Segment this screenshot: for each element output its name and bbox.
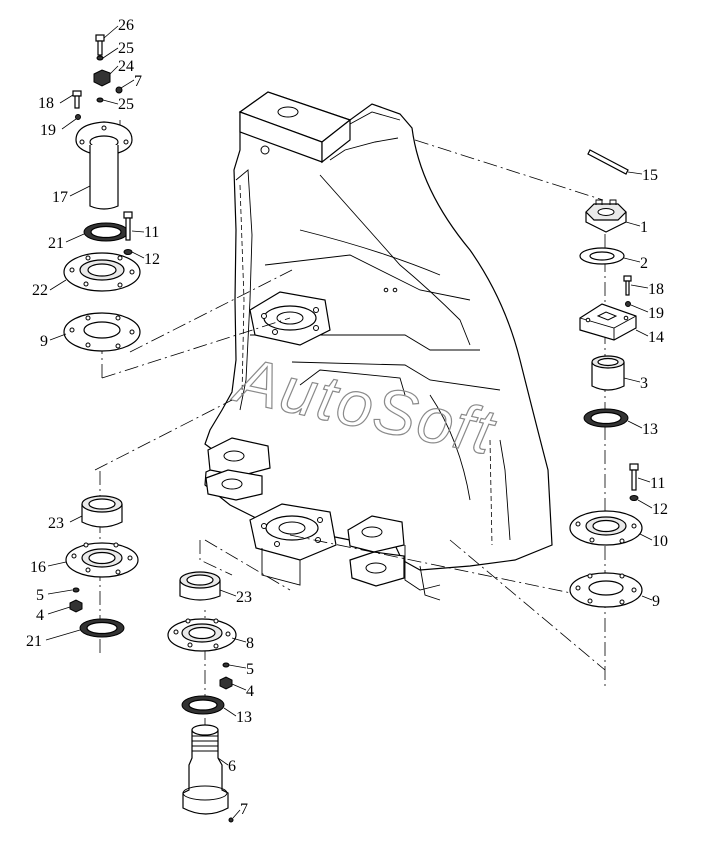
- seal-21-upper: [83, 222, 129, 242]
- main-frame: [204, 91, 553, 601]
- callout-4: 4: [36, 607, 44, 624]
- callout-26: 26: [118, 17, 134, 34]
- flange-22: [63, 252, 141, 292]
- callout-labels: 26 25 24 7 25 18 19 17 11 21 12 22 9 15 …: [26, 17, 668, 818]
- kingpin-6: [182, 724, 229, 815]
- castle-nut-1: [585, 199, 627, 233]
- washer-19-right: [625, 301, 631, 307]
- center-axis-lines: [94, 120, 606, 780]
- bolt-11-left: [123, 211, 133, 241]
- bolt-26: [95, 34, 105, 56]
- callout-1: 1: [640, 219, 648, 236]
- washer-12-right: [629, 495, 639, 501]
- callout-2: 2: [640, 255, 648, 272]
- washer-25-upper: [96, 55, 104, 61]
- nipple-7-lower: [228, 817, 234, 823]
- callout-13: 13: [642, 421, 658, 438]
- gasket-9-left: [63, 312, 141, 352]
- washer-19-left: [75, 114, 81, 120]
- callout-3: 3: [640, 375, 648, 392]
- washer-5-left: [72, 587, 80, 593]
- washer-25-lower: [96, 97, 104, 103]
- bolt-18-right: [623, 275, 632, 296]
- right-assembly: [569, 149, 643, 608]
- callout-8: 8: [246, 635, 254, 652]
- callout-23: 23: [48, 515, 64, 532]
- bushing-23-center: [179, 571, 221, 601]
- callout-7: 7: [240, 801, 248, 818]
- callout-12: 12: [144, 251, 160, 268]
- callout-6: 6: [228, 758, 236, 775]
- callout-11: 11: [650, 475, 665, 492]
- callout-5: 5: [246, 661, 254, 678]
- flange-16: [65, 542, 139, 578]
- bushing-3: [591, 355, 625, 391]
- callout-24: 24: [118, 58, 134, 75]
- nut-4-center: [219, 676, 233, 690]
- callout-15: 15: [642, 167, 658, 184]
- callout-22: 22: [32, 282, 48, 299]
- callout-11: 11: [144, 224, 159, 241]
- callout-18: 18: [38, 95, 54, 112]
- leader-lines: [45, 25, 653, 819]
- seal-21-lower: [79, 618, 125, 638]
- washer-5-center: [222, 662, 230, 668]
- nipple-7: [115, 86, 123, 94]
- callout-9: 9: [40, 333, 48, 350]
- seal-13-lower: [181, 695, 225, 715]
- seal-13-upper: [583, 408, 629, 428]
- left-clevis-lugs: [205, 437, 271, 501]
- washer-2: [579, 247, 625, 265]
- callout-13: 13: [236, 709, 252, 726]
- callout-5: 5: [36, 587, 44, 604]
- left-bottom-assembly: [65, 495, 139, 638]
- callout-25: 25: [118, 40, 134, 57]
- callout-17: 17: [52, 189, 68, 206]
- callout-19: 19: [40, 122, 56, 139]
- callout-16: 16: [30, 559, 46, 576]
- callout-25: 25: [118, 96, 134, 113]
- center-bottom-assembly: [167, 571, 237, 823]
- callout-12: 12: [652, 501, 668, 518]
- bushing-23-left: [81, 495, 123, 528]
- right-clevis-lugs: [347, 515, 441, 601]
- flange-8: [167, 618, 237, 652]
- bolt-18-left: [72, 90, 82, 109]
- callout-10: 10: [652, 533, 668, 550]
- flange-10: [569, 510, 643, 546]
- washer-12-left: [123, 249, 133, 255]
- callout-19: 19: [648, 305, 664, 322]
- callout-18: 18: [648, 281, 664, 298]
- callout-14: 14: [648, 329, 664, 346]
- callout-4: 4: [246, 683, 254, 700]
- gasket-9-right: [569, 572, 643, 608]
- cotter-pin-15: [587, 149, 629, 175]
- block-24: [93, 69, 111, 87]
- bolt-11-right: [629, 463, 639, 491]
- left-top-assembly: [63, 34, 141, 352]
- pin-17: [75, 121, 133, 210]
- lower-pivot-plate: [249, 503, 337, 586]
- plate-14: [579, 303, 637, 341]
- callout-21: 21: [26, 633, 42, 650]
- callout-23: 23: [236, 589, 252, 606]
- callout-21: 21: [48, 235, 64, 252]
- nut-4-left: [69, 599, 83, 613]
- callout-9: 9: [652, 593, 660, 610]
- callout-7: 7: [134, 73, 142, 90]
